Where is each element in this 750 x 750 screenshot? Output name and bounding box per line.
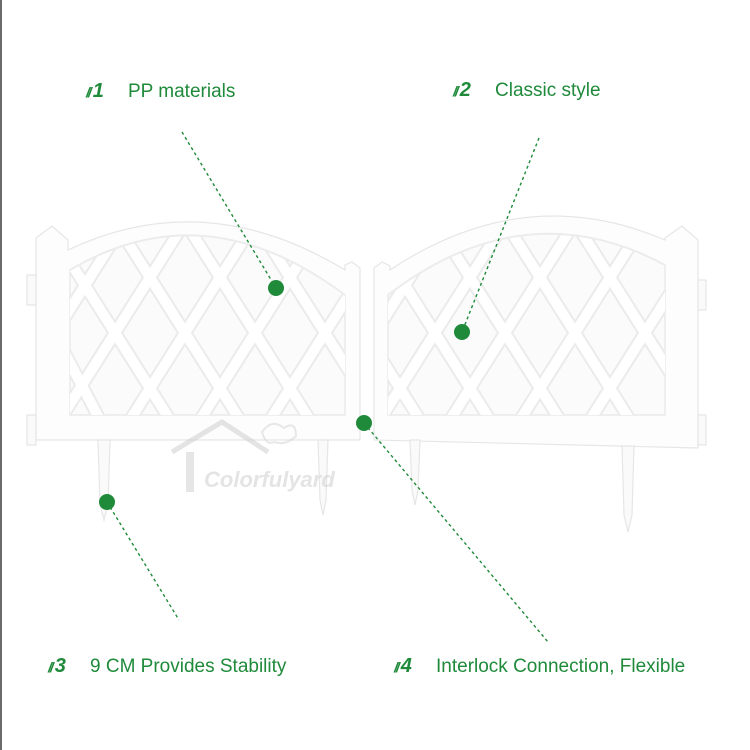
callout-3-marker: //3: [48, 655, 66, 677]
watermark-logo: Colorfulyard: [170, 419, 335, 492]
left-border-line: [0, 0, 2, 750]
callout-dot-4: [356, 415, 372, 431]
callout-2-label: Classic style: [495, 80, 601, 101]
leader-line-3: [106, 501, 180, 621]
left-fence-section: [26, 221, 361, 523]
callout-1: //1 PP materials: [86, 80, 235, 103]
callout-4-marker: //4: [394, 655, 412, 677]
leader-line-4: [363, 422, 549, 643]
callout-1-label: PP materials: [128, 81, 236, 102]
watermark-text: Colorfulyard: [204, 467, 335, 492]
callout-2: //2 Classic style: [453, 79, 601, 102]
leader-line-1: [181, 131, 277, 289]
callout-4: //4 Interlock Connection, Flexible: [394, 655, 685, 678]
callout-3-label: 9 CM Provides Stability: [90, 656, 287, 677]
callout-dot-1: [268, 280, 284, 296]
callout-3: //3 9 CM Provides Stability: [48, 655, 286, 678]
callout-dot-2: [454, 324, 470, 340]
callout-2-marker: //2: [453, 79, 471, 101]
leader-line-2: [461, 137, 540, 333]
callout-dot-3: [99, 494, 115, 510]
callout-4-label: Interlock Connection, Flexible: [436, 656, 686, 677]
right-fence-section: [373, 215, 707, 533]
callout-1-marker: //1: [86, 80, 104, 102]
